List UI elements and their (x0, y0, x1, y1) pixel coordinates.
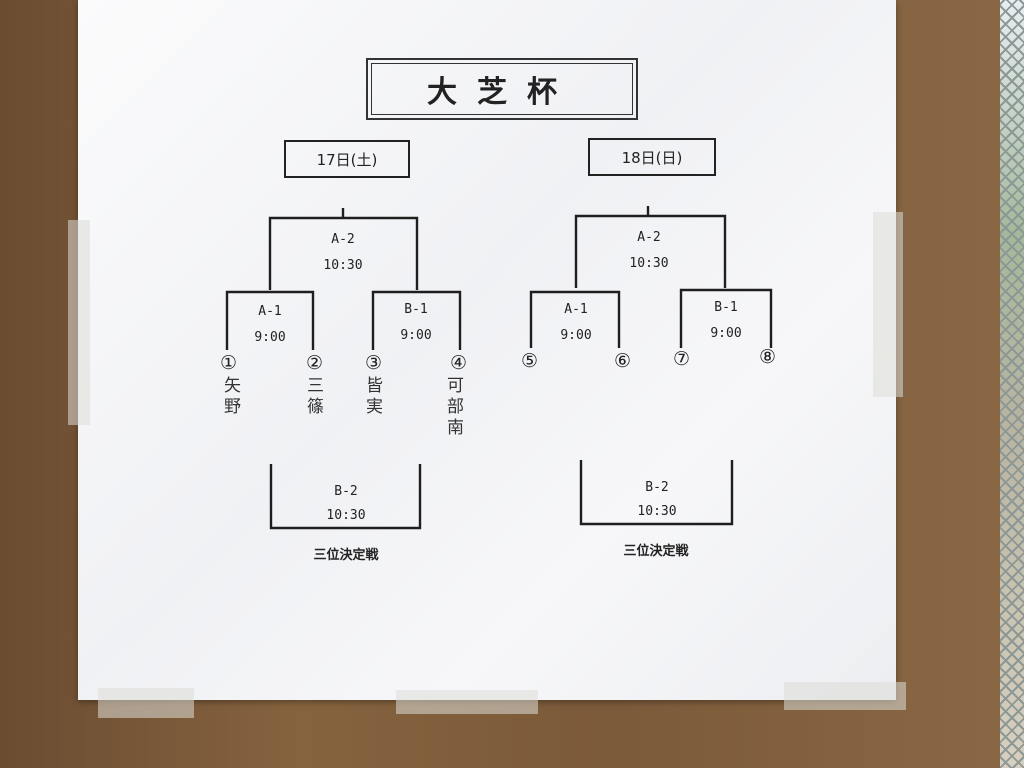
semi-right-label-day1: B-1 (404, 302, 428, 317)
final-time-day2: 10:30 (629, 256, 669, 271)
final-time-day1: 10:30 (323, 258, 363, 273)
team-1: 矢野 (224, 376, 241, 417)
seed-4: ④ (450, 352, 468, 374)
seed-5: ⑤ (521, 350, 539, 372)
seed-7: ⑦ (673, 348, 691, 370)
team-2: 三篠 (307, 376, 324, 417)
chain-link-fence (1000, 0, 1024, 768)
tape-right (873, 212, 903, 397)
seed-2: ② (306, 352, 324, 374)
seed-1: ① (220, 352, 238, 374)
third-time-day2: 10:30 (637, 504, 677, 519)
date-box-day2: 18日(日) (588, 138, 716, 176)
bracket-lines (225, 206, 773, 530)
seed-8: ⑧ (759, 346, 777, 368)
final-label-day2: A-2 (637, 230, 661, 245)
tournament-title: 大芝杯 (366, 58, 638, 120)
bracket-poster: 大芝杯 17日(土) A-2 10:30 A-1 9:00 B-1 9:00 ①… (68, 0, 906, 718)
date-box-day1: 17日(土) (284, 140, 410, 178)
team-3: 皆実 (366, 376, 383, 417)
tape-left (68, 220, 90, 425)
semi-right-time-day1: 9:00 (400, 328, 432, 343)
tape-bottom-right (784, 682, 906, 710)
final-label-day1: A-2 (331, 232, 355, 247)
team-4: 可部南 (447, 376, 464, 438)
third-time-day1: 10:30 (326, 508, 366, 523)
third-place-caption-day2: 三位決定戦 (623, 544, 689, 559)
third-place-caption-day1: 三位決定戦 (313, 548, 379, 563)
semi-left-label-day2: A-1 (564, 302, 588, 317)
third-label-day1: B-2 (334, 484, 358, 499)
tape-bottom-center (396, 690, 538, 714)
semi-right-label-day2: B-1 (714, 300, 738, 315)
third-label-day2: B-2 (645, 480, 669, 495)
seed-3: ③ (365, 352, 383, 374)
seed-6: ⑥ (614, 350, 632, 372)
semi-left-time-day2: 9:00 (560, 328, 592, 343)
tape-bottom-left (98, 688, 194, 718)
semi-left-time-day1: 9:00 (254, 330, 286, 345)
semi-left-label-day1: A-1 (258, 304, 282, 319)
semi-right-time-day2: 9:00 (710, 326, 742, 341)
